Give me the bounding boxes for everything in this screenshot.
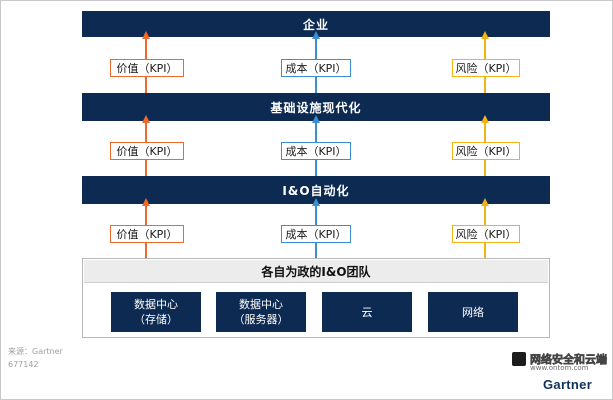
kpi-value-1: 价值（KPI） bbox=[110, 59, 184, 77]
kpi-cost-1: 成本（KPI） bbox=[281, 59, 351, 77]
kpi-value-2: 价值（KPI） bbox=[110, 142, 184, 160]
watermark: 网络安全和云端 www.ontom.com bbox=[512, 351, 607, 373]
kpi-risk-1: 风险（KPI） bbox=[452, 59, 520, 77]
unit-network: 网络 bbox=[428, 292, 518, 332]
siloed-team-box: 各自为政的I&O团队 数据中心 （存储） 数据中心 （服务器） 云 网络 bbox=[82, 258, 550, 338]
document-id: 677142 bbox=[8, 360, 39, 369]
infra-modernization-label: 基础设施现代化 bbox=[270, 100, 362, 115]
gartner-logo: Gartner bbox=[543, 377, 593, 392]
watermark-url: www.ontom.com bbox=[530, 364, 589, 372]
siloed-team-header: 各自为政的I&O团队 bbox=[84, 260, 548, 283]
unit-datacenter-storage: 数据中心 （存储） bbox=[111, 292, 201, 332]
kpi-cost-2: 成本（KPI） bbox=[281, 142, 351, 160]
io-automation-label: I&O自动化 bbox=[282, 183, 350, 198]
kpi-risk-2: 风险（KPI） bbox=[452, 142, 520, 160]
watermark-logo-icon bbox=[512, 352, 526, 366]
enterprise-label: 企业 bbox=[302, 17, 329, 32]
kpi-risk-3: 风险（KPI） bbox=[452, 225, 520, 243]
kpi-cost-3: 成本（KPI） bbox=[281, 225, 351, 243]
kpi-value-3: 价值（KPI） bbox=[110, 225, 184, 243]
source-note: 来源：Gartner bbox=[8, 347, 63, 356]
unit-datacenter-server: 数据中心 （服务器） bbox=[216, 292, 306, 332]
watermark-text: 网络安全和云端 bbox=[530, 353, 608, 367]
unit-cloud: 云 bbox=[322, 292, 412, 332]
